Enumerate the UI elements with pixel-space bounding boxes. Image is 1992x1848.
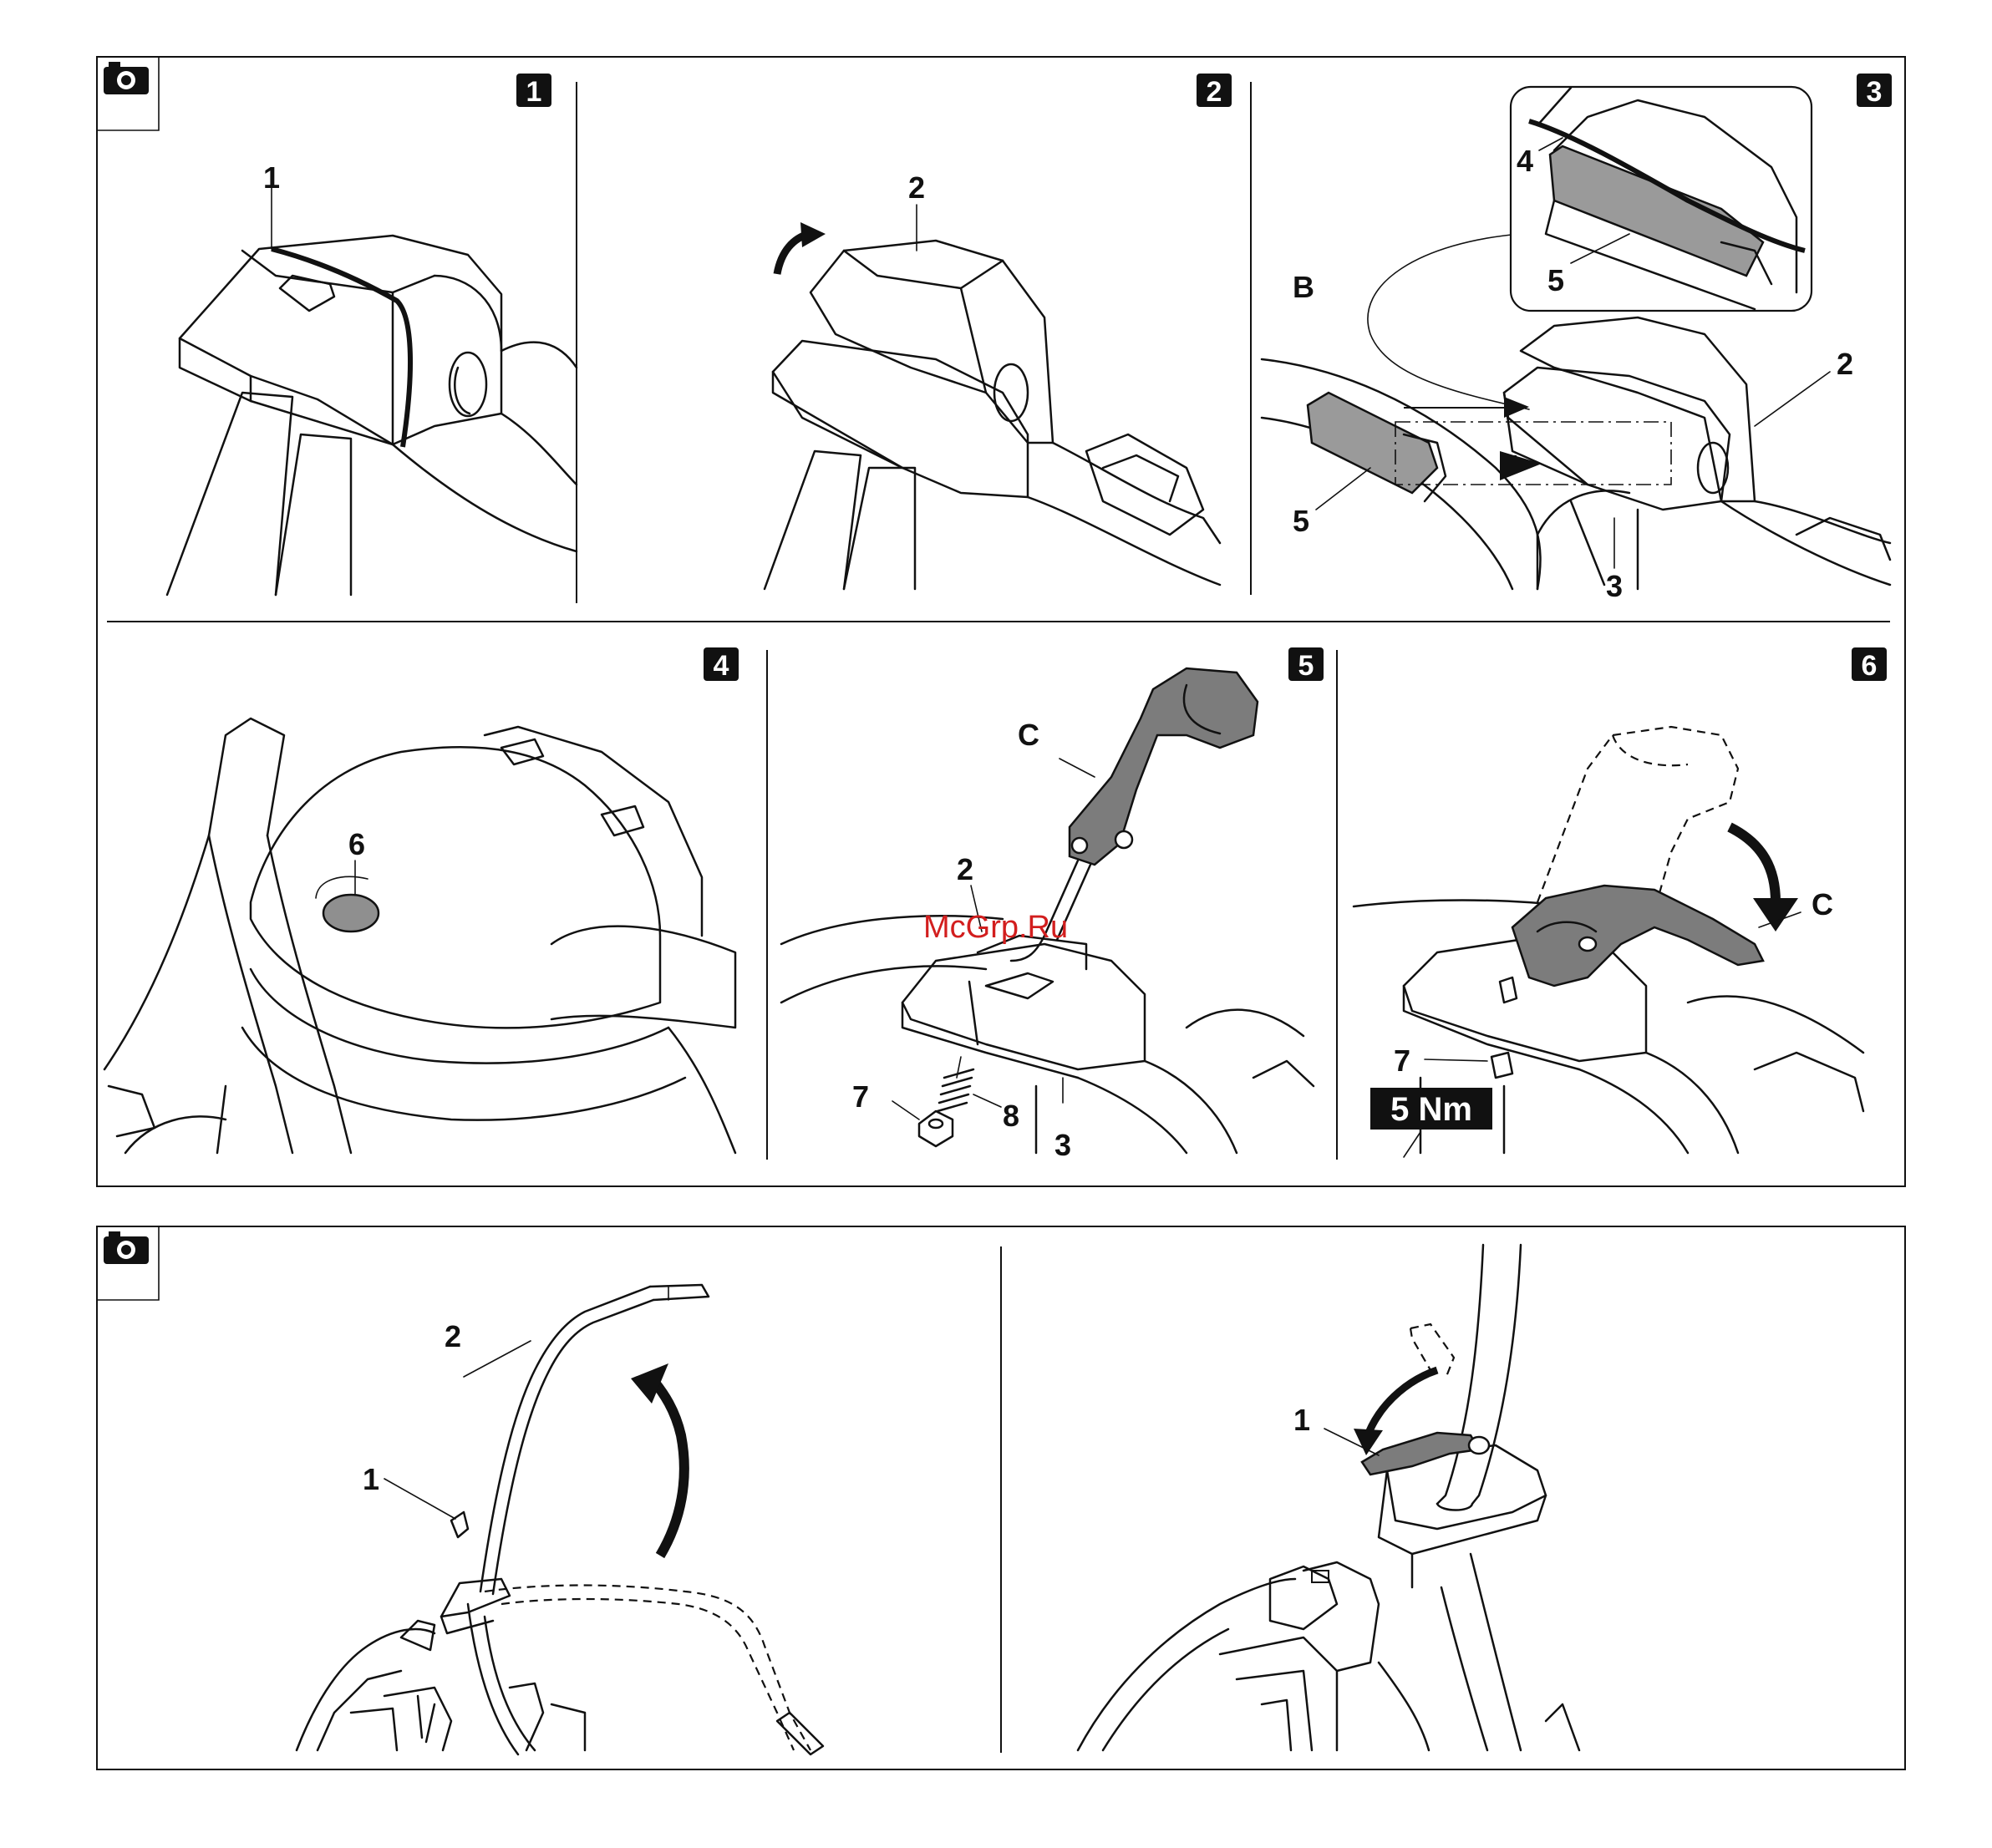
callout-label: 1 — [263, 160, 280, 195]
callout-label: B — [1293, 270, 1314, 304]
callout-label: 3 — [1054, 1128, 1071, 1162]
callout-label: 2 — [957, 852, 973, 886]
callout-label: 8 — [1003, 1099, 1019, 1133]
detail-inset: 4 5 — [1368, 87, 1812, 409]
step-badge-label: 4 — [714, 650, 729, 682]
torque-value: 5 Nm — [1390, 1091, 1472, 1128]
lever-closed-drawing: 1 — [1078, 1245, 1579, 1750]
watermark: McGrp.Ru — [923, 910, 1068, 945]
step-badge: 5 — [1288, 647, 1324, 682]
callout-label: 7 — [852, 1079, 869, 1114]
handle-clamp-insert-drawing: B 2 5 3 — [1262, 270, 1890, 603]
step-badge-label: 2 — [1207, 76, 1222, 108]
torque-tag: 5 Nm — [1370, 1088, 1492, 1130]
callout-label: 2 — [1837, 347, 1853, 381]
callout-label: 5 — [1293, 504, 1309, 538]
panel-step-1: 1 1 — [167, 74, 577, 595]
callout-label: 3 — [1606, 569, 1623, 603]
callout-label: 6 — [348, 827, 365, 861]
handle-clamp-open-drawing: 2 — [765, 170, 1220, 589]
camera-icon — [97, 57, 159, 130]
panel-step-6: 6 C — [1354, 647, 1887, 1157]
panel-step-3: 3 4 5 — [1262, 74, 1892, 603]
figure-bottom: 2 1 — [97, 1226, 1905, 1769]
callout-label: 1 — [363, 1462, 379, 1496]
callout-label: 7 — [1394, 1043, 1410, 1078]
panel-step-5: 5 — [781, 647, 1324, 1162]
panel-step-2: 2 2 — [765, 74, 1232, 589]
panel-step-4: 4 6 — [104, 647, 739, 1153]
step-badge-label: 6 — [1862, 650, 1878, 682]
clamp-top-view-drawing: 6 — [104, 718, 735, 1153]
step-badge: 6 — [1852, 647, 1887, 682]
callout-label: 2 — [908, 170, 925, 205]
step-badge: 4 — [704, 647, 739, 682]
camera-icon — [97, 1226, 159, 1300]
callout-label: C — [1812, 887, 1833, 921]
step-badge-label: 5 — [1298, 650, 1314, 682]
handle-clamp-drawing: 1 — [167, 160, 577, 595]
step-badge: 2 — [1197, 74, 1232, 108]
step-badge-label: 3 — [1867, 76, 1883, 108]
callout-label: 5 — [1547, 263, 1564, 297]
lever-close-drawing: C 7 5 Nm — [1354, 727, 1863, 1157]
callout-label: 2 — [445, 1319, 461, 1353]
callout-label: 1 — [1293, 1403, 1310, 1437]
callout-label: 4 — [1517, 144, 1533, 178]
step-badge-label: 1 — [526, 76, 542, 108]
step-badge: 3 — [1857, 74, 1892, 108]
figure-top: 1 1 — [97, 57, 1905, 1186]
callout-label: C — [1018, 718, 1039, 752]
spring-icon — [938, 1069, 973, 1111]
nut-icon — [919, 1111, 953, 1146]
step-badge: 1 — [516, 74, 551, 108]
handle-raise-drawing: 2 1 — [297, 1285, 823, 1754]
